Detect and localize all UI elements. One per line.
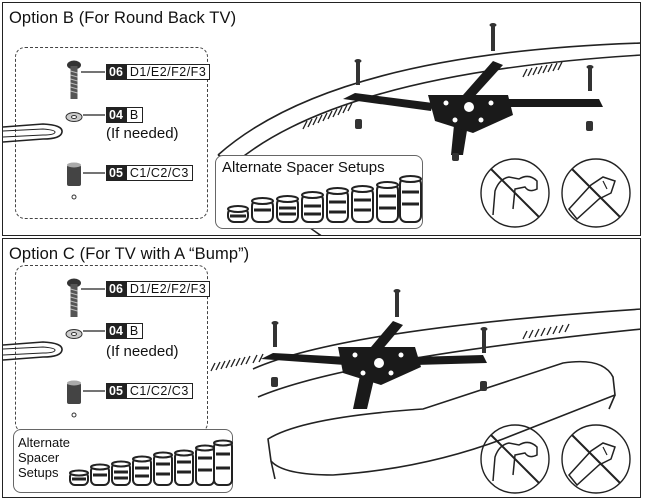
- no-power-tool-icon: [561, 158, 631, 228]
- bolt-icons: [354, 23, 594, 161]
- washer-icon: [65, 112, 83, 122]
- mounting-bracket-diagram: [261, 321, 487, 409]
- bolt-icons: [271, 289, 488, 391]
- screw-icon: [67, 278, 81, 317]
- option-c-washer-tag: 04 B: [106, 323, 143, 339]
- option-b-hardware-drawing: [3, 23, 640, 235]
- option-c-alternate-spacers: Alternate Spacer Setups: [13, 429, 233, 493]
- option-b-alternate-label: Alternate Spacer Setups: [222, 159, 385, 176]
- option-c-alternate-label: Alternate Spacer Setups: [18, 435, 71, 480]
- mounting-bracket-diagram: [343, 61, 603, 155]
- option-b-title: Option B (For Round Back TV): [9, 9, 237, 27]
- no-overtighten-arm-icon: [480, 424, 550, 494]
- screw-icon: [67, 60, 81, 99]
- vent-slots: [302, 61, 563, 130]
- option-b-alternate-spacers: Alternate Spacer Setups: [215, 155, 423, 229]
- vent-slots: [210, 323, 570, 372]
- no-power-tool-icon: [561, 424, 631, 494]
- option-b-washer-tag: 04 B: [106, 107, 143, 123]
- option-b-if-needed: (If needed): [106, 125, 179, 142]
- spacer-setups-drawing: [69, 439, 233, 486]
- option-b-screw-tag: 06 D1/E2/F2/F3: [106, 64, 211, 80]
- option-c-if-needed: (If needed): [106, 343, 179, 360]
- tv-bump-back: [252, 308, 640, 480]
- option-c-title: Option C (For TV with A “Bump”): [9, 245, 250, 263]
- option-b-hardware-box: [15, 47, 208, 219]
- option-b-spacer-tag: 05 C1/C2/C3: [106, 165, 193, 181]
- option-c-hardware-drawing: [3, 278, 640, 494]
- option-c-screw-tag: 06 D1/E2/F2/F3: [106, 281, 211, 297]
- no-overtighten-arm-icon: [480, 158, 550, 228]
- option-c-panel: Option C (For TV with A “Bump”): [2, 238, 641, 498]
- spacer-setups-drawing: [227, 175, 422, 223]
- spacer-icon: [67, 380, 81, 404]
- option-b-panel: Option B (For Round Back TV): [2, 2, 641, 236]
- spacer-icon: [67, 162, 81, 186]
- washer-icon: [65, 329, 83, 339]
- option-c-spacer-tag: 05 C1/C2/C3: [106, 383, 193, 399]
